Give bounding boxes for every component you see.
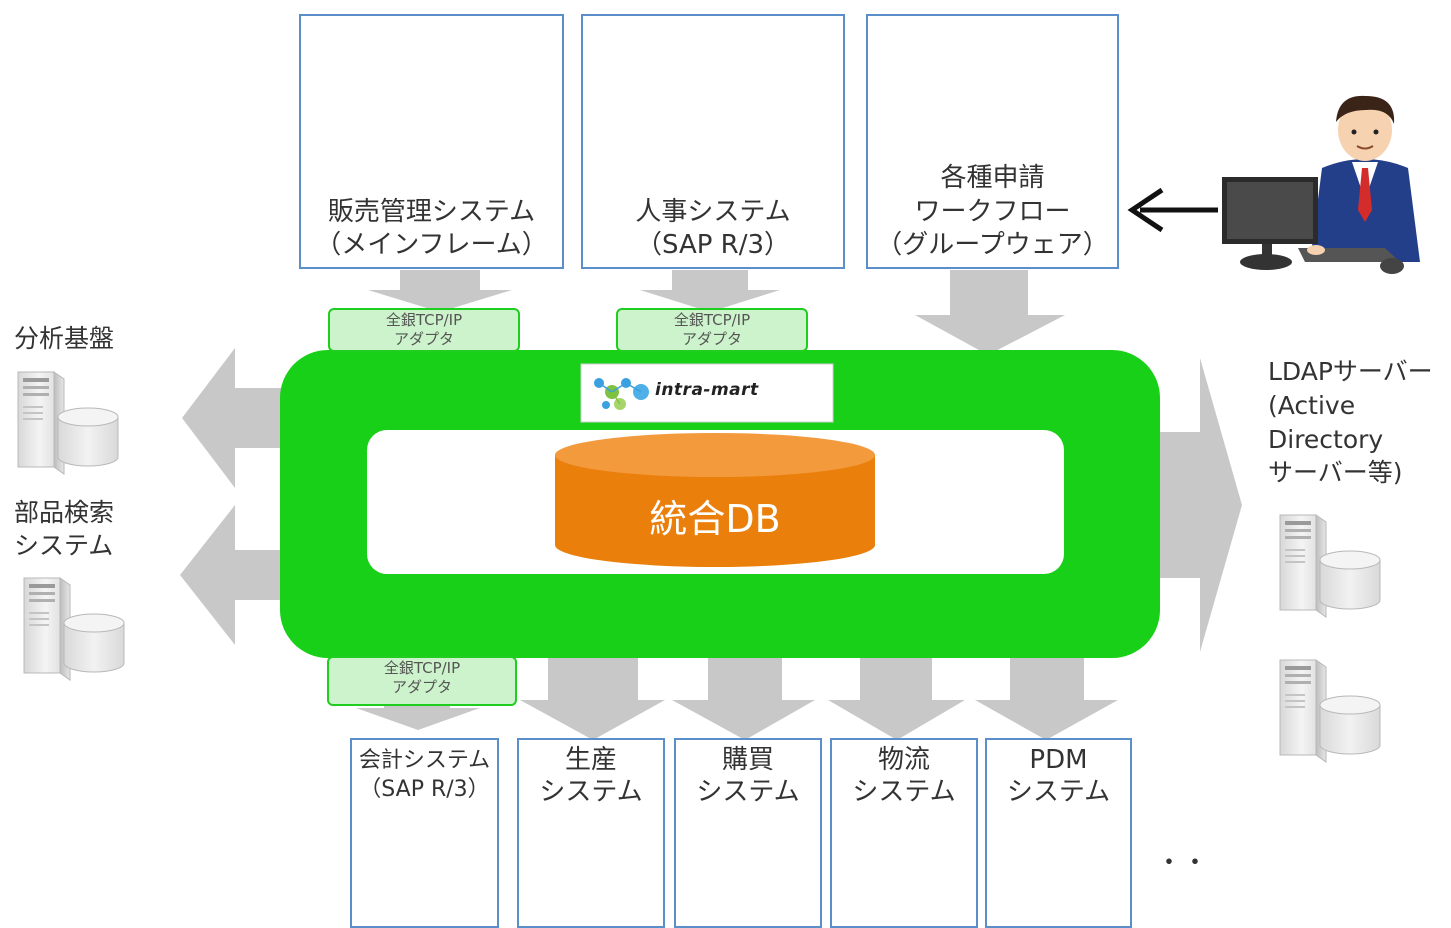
integrated-db-cylinder (555, 433, 875, 567)
adapter-label-line2: アダプタ (391, 678, 452, 696)
system-label-line2: システム (696, 777, 800, 807)
adapter-label-line2: アダプタ (681, 330, 742, 348)
arrow-down-pdm (975, 650, 1118, 740)
arrow-left-user (1127, 187, 1218, 233)
arrow-left-analytics (182, 348, 290, 488)
system-label-line1: 会計システム (358, 748, 491, 773)
arrow-right-ldap (1150, 358, 1242, 652)
adapter-sales: 全銀TCP/IP アダプタ (328, 308, 520, 352)
flow-arrows (180, 270, 1242, 740)
analytics-platform-label: 分析基盤 (14, 324, 115, 353)
server-db-icon (1279, 514, 1381, 618)
adapter-label-line2: アダプタ (393, 330, 454, 348)
system-label-line1: 各種申請 (940, 163, 1045, 193)
system-box-sales: 販売管理システム （メインフレーム） (299, 14, 564, 269)
parts-search-label-line1: 部品検索 (14, 498, 115, 527)
adapter-accounting: 全銀TCP/IP アダプタ (327, 656, 517, 706)
logo-box (580, 363, 834, 423)
system-label-line2: システム (852, 777, 956, 807)
system-box-accounting: 会計システム （SAP R/3） (350, 738, 499, 928)
system-label-line1: 購買 (721, 745, 774, 775)
system-label-line2: （SAP R/3） (359, 777, 490, 802)
ldap-label-line3: Directory (1268, 425, 1384, 454)
logo-text: intra-mart (655, 380, 759, 400)
server-db-icon (17, 371, 119, 475)
system-label-line2: システム (1006, 777, 1111, 807)
logo-icon (594, 378, 649, 410)
server-db-icon (23, 577, 125, 681)
system-box-production: 生産 システム (517, 738, 665, 928)
system-label-line1: 生産 (564, 745, 617, 775)
system-box-hr: 人事システム （SAP R/3） (581, 14, 845, 269)
adapter-hr: 全銀TCP/IP アダプタ (616, 308, 808, 352)
adapter-label-line1: 全銀TCP/IP (673, 311, 751, 329)
integrated-db-label: 統合DB (649, 497, 781, 541)
adapter-label-line1: 全銀TCP/IP (383, 659, 461, 677)
arrow-down-logistics (828, 650, 965, 740)
arrow-down-purchasing (672, 650, 815, 740)
system-box-pdm: PDM システム (985, 738, 1132, 928)
system-label-line1: PDM (1029, 745, 1088, 775)
system-label-line1: 販売管理システム (327, 197, 536, 227)
system-label-line3: （グループウェア） (876, 230, 1109, 260)
ldap-label-line4: サーバー等) (1268, 458, 1403, 487)
arrow-down-workflow (915, 270, 1065, 355)
ldap-label-line1: LDAPサーバー (1268, 357, 1433, 386)
system-label-line2: （メインフレーム） (315, 230, 548, 260)
arrow-down-accounting (356, 705, 480, 730)
system-label-line2: ワークフロー (914, 197, 1071, 227)
more-systems-ellipsis: ・・ (1156, 848, 1209, 878)
system-box-purchasing: 購買 システム (674, 738, 822, 928)
adapter-label-line1: 全銀TCP/IP (385, 311, 463, 329)
system-label-line1: 物流 (877, 745, 930, 775)
system-box-logistics: 物流 システム (830, 738, 978, 928)
arrow-down-sales (368, 270, 512, 312)
system-label-line2: （SAP R/3） (635, 230, 791, 260)
parts-search-label-line2: システム (14, 531, 114, 560)
ldap-label-line2: (Active (1268, 391, 1356, 420)
arrow-left-parts (180, 505, 290, 645)
system-label-line2: システム (539, 777, 643, 807)
user-at-computer-icon (1222, 95, 1420, 274)
arrow-down-production (520, 650, 665, 740)
server-db-icon (1279, 659, 1381, 763)
arrow-down-hr (640, 270, 780, 312)
system-label-line1: 人事システム (635, 197, 791, 227)
system-box-workflow: 各種申請 ワークフロー （グループウェア） (866, 14, 1119, 269)
